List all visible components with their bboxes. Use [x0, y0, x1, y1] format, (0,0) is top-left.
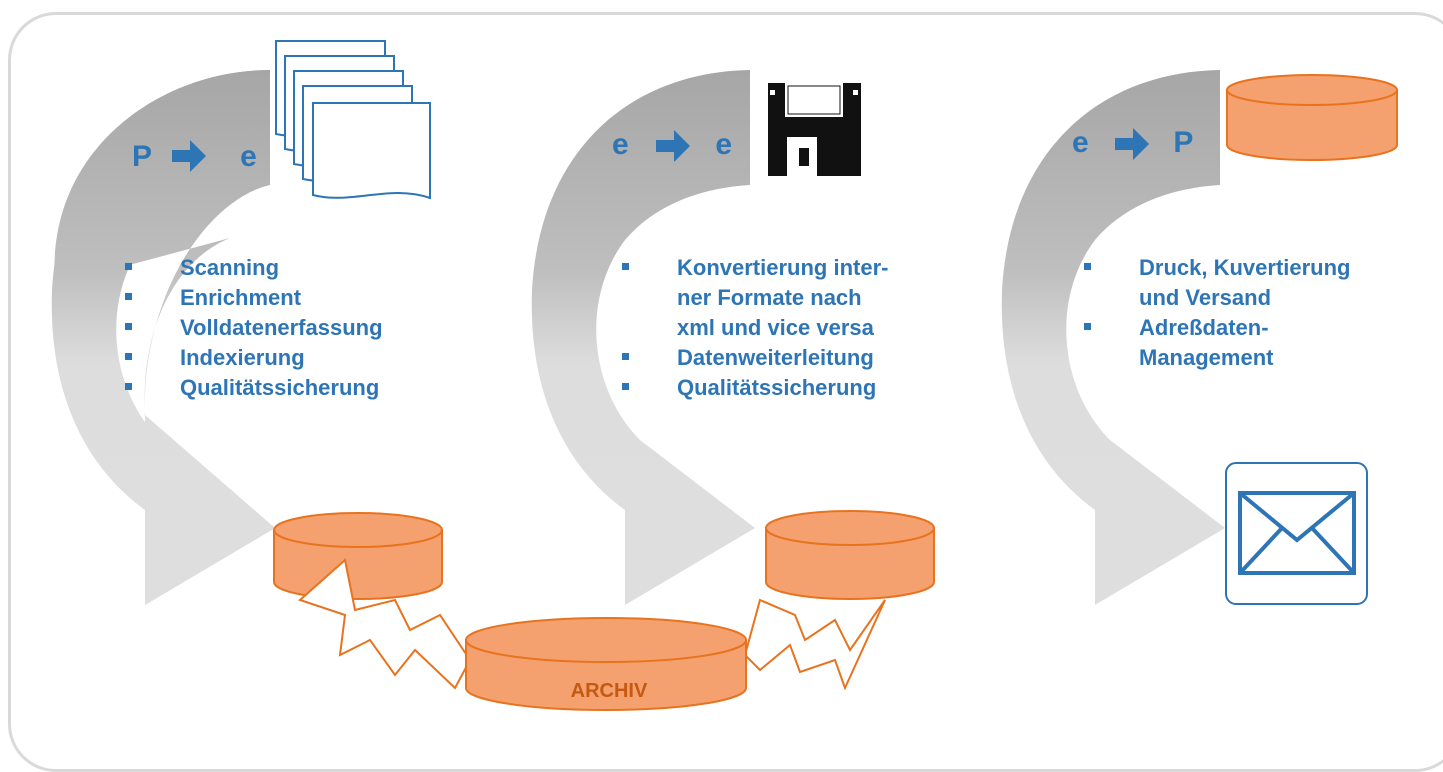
diagram-graphics [51, 40, 1398, 711]
list-item: Konvertierung inter- [622, 253, 888, 283]
list-item: Scanning [125, 253, 383, 283]
envelope-icon [1225, 462, 1368, 605]
list-item: Adreßdaten- [1084, 313, 1351, 343]
flow-to: e [240, 140, 257, 173]
list-item: Qualitätssicherung [125, 373, 383, 403]
list-item: Datenweiterleitung [622, 343, 888, 373]
list-item: Enrichment [125, 283, 383, 313]
output-database-2 [765, 510, 935, 600]
flow-label-1: P e [132, 140, 257, 174]
curved-arrow-2 [531, 70, 755, 605]
flow-arrow-1 [172, 140, 206, 172]
flow-arrow-3 [1115, 128, 1149, 160]
list-item: ner Formate nach [677, 285, 862, 310]
list-item: Qualitätssicherung [622, 373, 888, 403]
flow-label-3: e P [1072, 126, 1193, 160]
database-icon [1226, 74, 1398, 161]
lightning-connector-right [743, 598, 886, 691]
floppy-disk-icon [768, 83, 861, 176]
archive-database-icon [465, 617, 747, 711]
flow-arrow-2 [656, 130, 690, 162]
archive-label: ARCHIV [570, 680, 648, 702]
process-diagram: P e e e e P Scanning Enrichment Volldate… [8, 12, 1443, 772]
flow-from: e [1072, 126, 1089, 159]
flow-from: e [612, 128, 629, 161]
flow-to: e [715, 128, 733, 161]
list-item: Indexierung [125, 343, 383, 373]
list-item: Druck, Kuvertierung [1084, 253, 1351, 283]
document-stack-icon [275, 40, 431, 200]
stage-2-list: Konvertierung inter- ner Formate nach xm… [622, 253, 888, 403]
flow-from: P [132, 140, 152, 173]
curved-arrow-3 [1001, 70, 1225, 605]
lightning-connector-left [298, 558, 472, 690]
list-item: Volldatenerfassung [125, 313, 383, 343]
flow-to: P [1173, 126, 1194, 159]
curved-arrow-1-body [51, 70, 275, 605]
list-item: und Versand [1139, 285, 1272, 310]
output-database-1 [273, 512, 443, 600]
list-item: Management [1139, 345, 1274, 370]
stage-1-list: Scanning Enrichment Volldatenerfassung I… [125, 253, 383, 403]
flow-label-2: e e [612, 128, 732, 162]
list-item: xml und vice versa [677, 315, 874, 340]
stage-3-list: Druck, Kuvertierung und Versand Adreßdat… [1084, 253, 1351, 373]
